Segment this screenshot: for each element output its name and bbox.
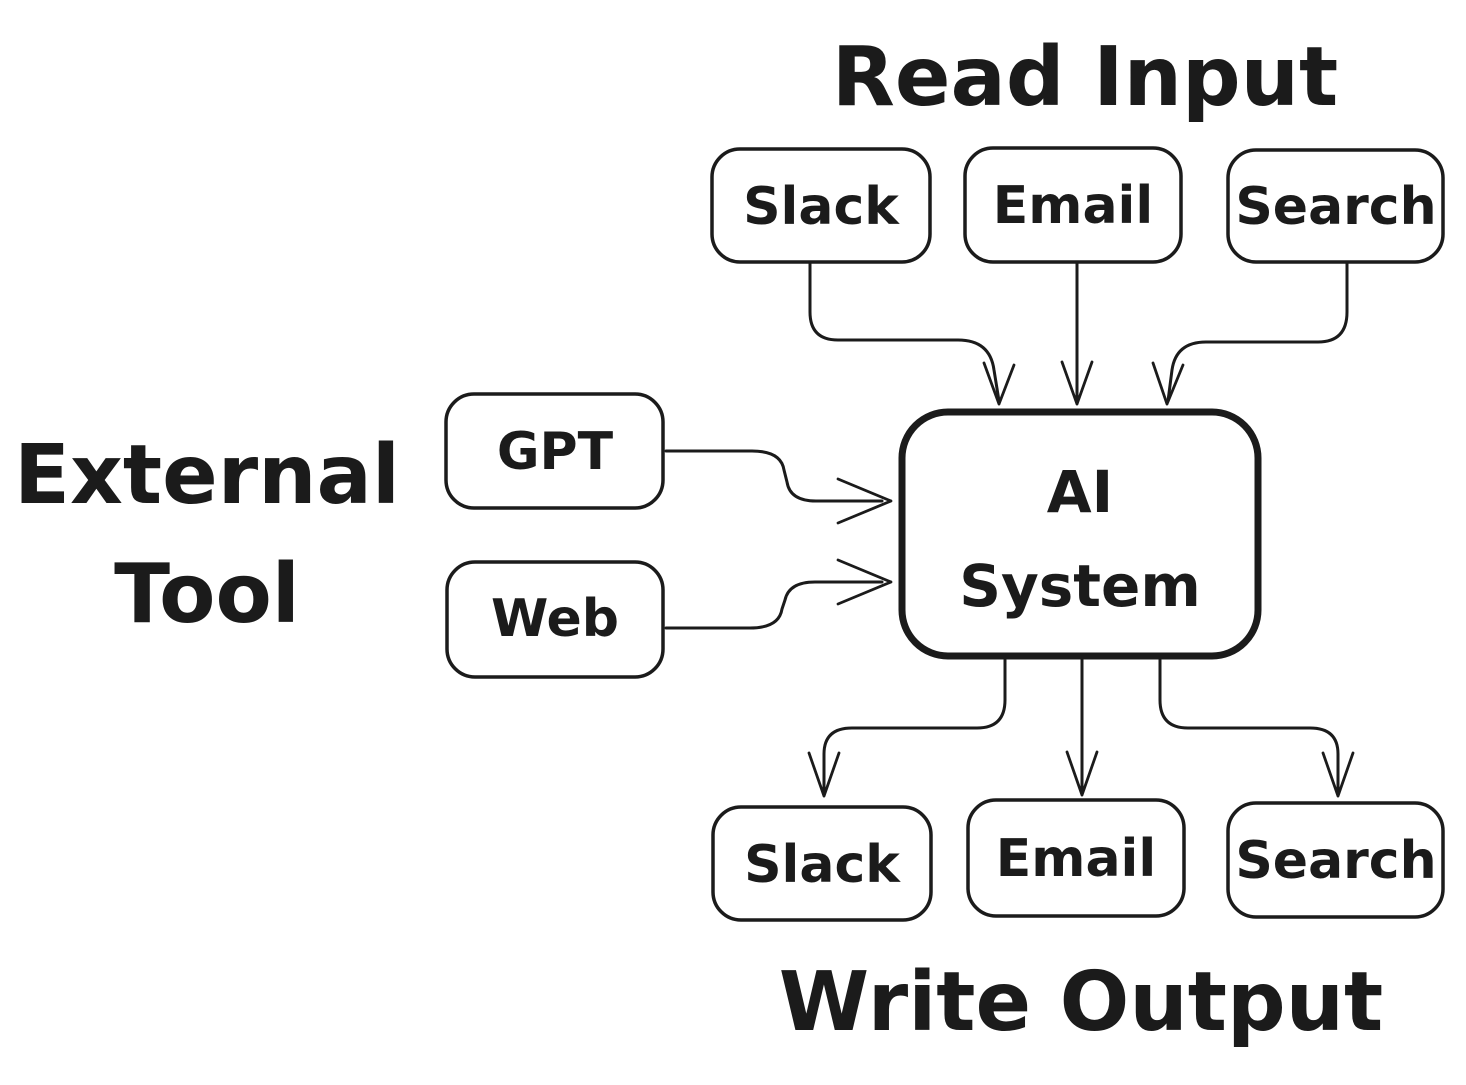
external-gpt-node — [444, 392, 665, 510]
arrowhead-input-email-icon — [1060, 360, 1094, 406]
arrowhead-input-search-icon — [1151, 361, 1185, 406]
arrow-ai-to-search — [1158, 658, 1340, 795]
arrowhead-gpt-icon — [836, 477, 893, 525]
output-email-node — [966, 798, 1186, 918]
output-slack-node — [711, 805, 933, 922]
external-tool-title-line2: Tool — [114, 547, 300, 642]
external-web-label: Web — [491, 589, 619, 649]
output-search-label: Search — [1235, 831, 1436, 891]
input-search-node — [1226, 148, 1445, 264]
input-email-node — [963, 146, 1183, 264]
arrowhead-output-search-icon — [1321, 751, 1355, 798]
input-search-label: Search — [1235, 177, 1436, 237]
output-slack-label: Slack — [744, 835, 901, 895]
arrow-input-search-to-ai — [1166, 260, 1349, 403]
external-gpt-label: GPT — [497, 422, 614, 482]
arrowhead-output-slack-icon — [807, 751, 841, 798]
arrow-input-slack-to-ai — [808, 262, 1001, 403]
input-email-label: Email — [993, 176, 1153, 236]
arrow-gpt-to-ai — [664, 449, 884, 503]
arrowhead-web-icon — [836, 558, 893, 606]
arrowhead-output-email-icon — [1065, 750, 1099, 797]
input-slack-label: Slack — [743, 177, 900, 237]
external-web-node — [445, 560, 665, 679]
input-slack-node — [710, 147, 932, 264]
ai-system-node — [898, 408, 1262, 660]
output-email-label: Email — [996, 829, 1156, 889]
read-input-title: Read Input — [832, 30, 1339, 125]
ai-system-label-line1: AI — [1047, 458, 1113, 526]
write-output-title: Write Output — [779, 955, 1383, 1050]
external-tool-title-line1: External — [14, 428, 400, 523]
arrowhead-input-slack-icon — [982, 361, 1016, 406]
ai-system-label-line2: System — [959, 552, 1201, 620]
arrow-web-to-ai — [664, 580, 884, 630]
arrow-ai-to-slack — [822, 658, 1007, 795]
output-search-node — [1226, 801, 1445, 919]
